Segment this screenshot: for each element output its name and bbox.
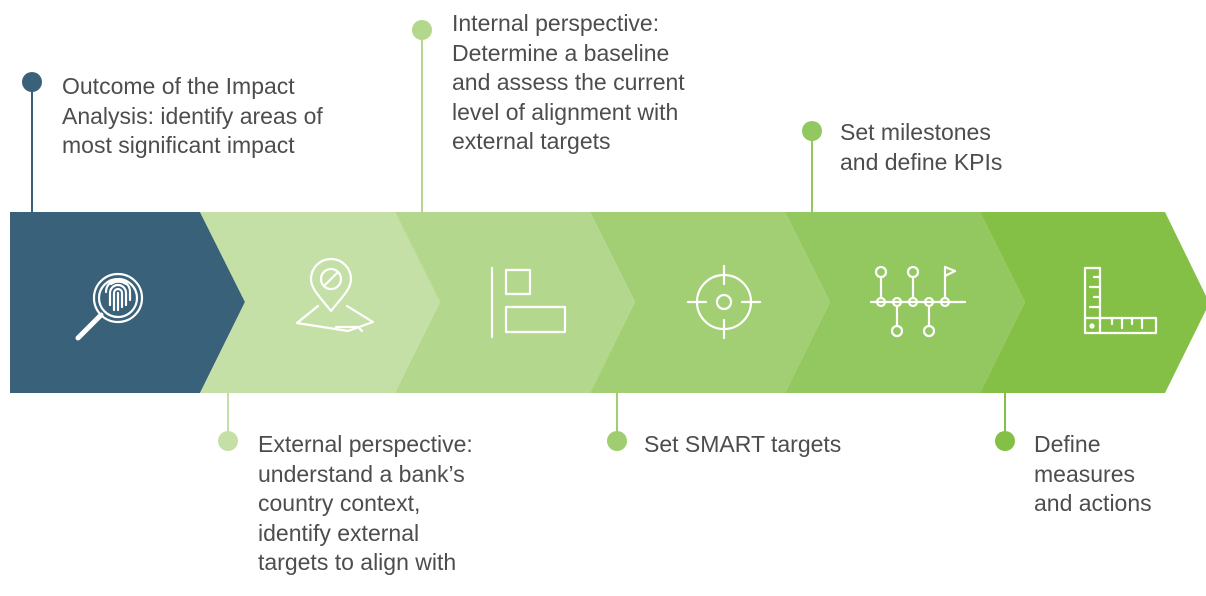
map-pin-icon	[295, 257, 375, 333]
marker-dot-4	[607, 431, 627, 451]
chevron-step-6	[980, 212, 1206, 393]
chevron-step-2	[200, 212, 440, 393]
marker-dot-2	[218, 431, 238, 451]
fingerprint-magnifier-icon	[75, 272, 144, 341]
align-left-icon	[490, 266, 567, 339]
label-step-5: Set milestones and define KPIs	[840, 119, 1003, 175]
label-step-3: Internal perspective: Determine a baseli…	[452, 10, 685, 154]
chevron-step-3	[395, 212, 635, 393]
label-step-6: Define measures and actions	[1034, 431, 1152, 516]
ruler-square-icon	[1083, 266, 1158, 335]
marker-dot-3	[412, 20, 432, 40]
crosshair-target-icon	[686, 264, 762, 340]
chevron-step-4	[590, 212, 830, 393]
label-step-4: Set SMART targets	[644, 431, 842, 457]
chevron-step-1	[10, 212, 245, 393]
marker-dot-6	[995, 431, 1015, 451]
marker-dot-1	[22, 72, 42, 92]
label-step-1: Outcome of the Impact Analysis: identify…	[62, 73, 323, 158]
marker-dot-5	[802, 121, 822, 141]
label-step-2: External perspective: understand a bank’…	[258, 431, 473, 575]
milestones-timeline-icon	[869, 265, 967, 338]
